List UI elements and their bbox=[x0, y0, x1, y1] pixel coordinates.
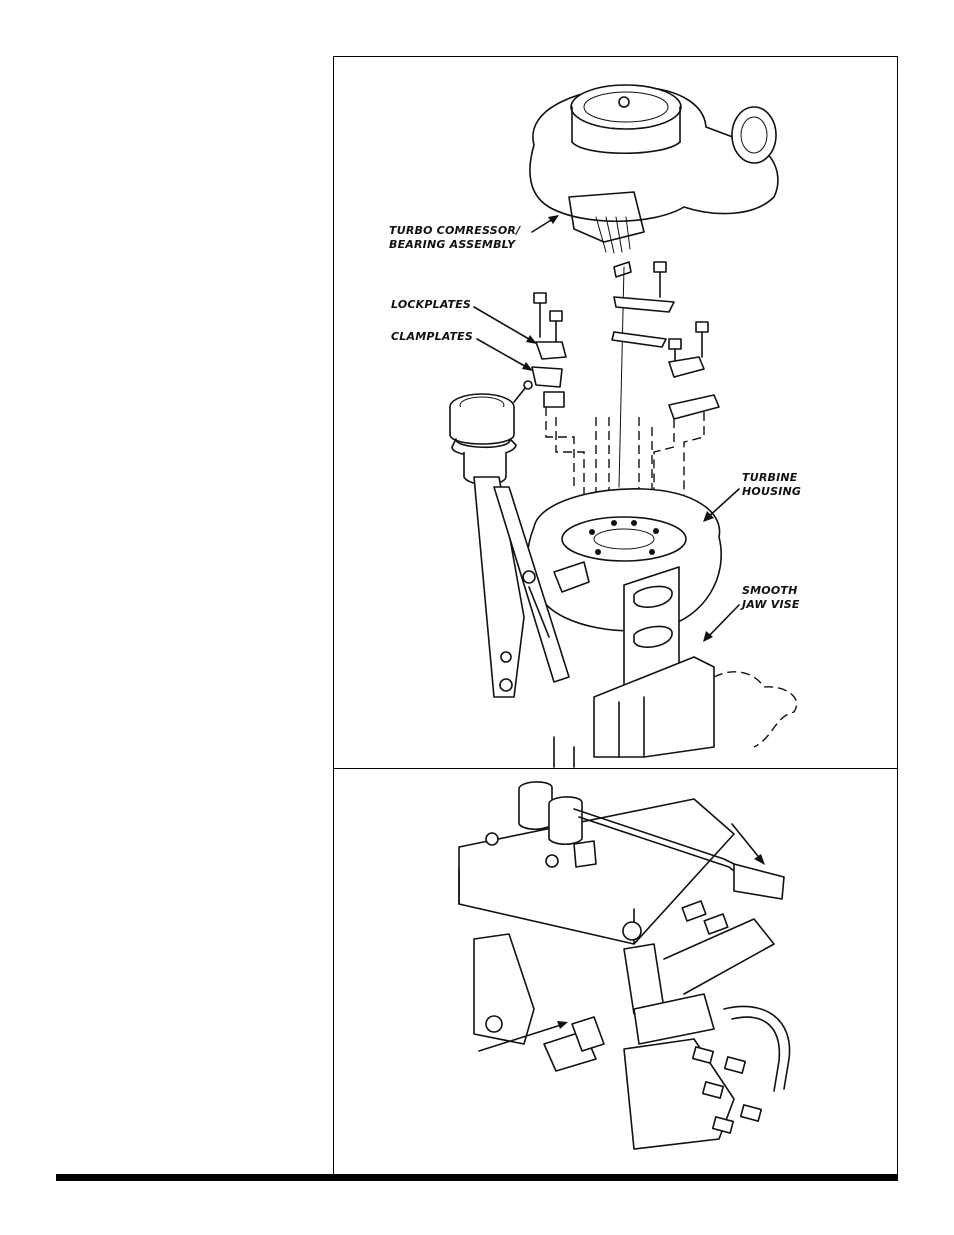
arrow-turbine bbox=[706, 489, 739, 519]
arrow-clamplates bbox=[477, 339, 530, 369]
right-bolts bbox=[612, 262, 719, 517]
label-turbine-line2: HOUSING bbox=[742, 485, 801, 498]
label-lockplates: LOCKPLATES bbox=[391, 298, 471, 311]
bottom-rule bbox=[56, 1174, 898, 1181]
turbo-diagram-panel: TURBO COMRESSOR/ BEARING ASSEMBLY bbox=[333, 56, 898, 769]
label-turbo-line1: TURBO COMRESSOR/ bbox=[389, 224, 521, 237]
vise bbox=[554, 657, 797, 767]
label-vise-line2: JAW VISE bbox=[740, 598, 800, 611]
left-bolts bbox=[532, 293, 584, 497]
arrow-vise bbox=[706, 605, 739, 639]
arrow-lockplates bbox=[474, 307, 534, 342]
arrow-upper bbox=[732, 824, 762, 861]
pump-assembly bbox=[459, 782, 790, 1149]
compressor-housing bbox=[530, 85, 778, 253]
pump-diagram bbox=[334, 769, 899, 1177]
label-turbine-line1: TURBINE bbox=[742, 471, 798, 484]
pump-diagram-panel bbox=[333, 768, 898, 1176]
label-vise-line1: SMOOTH bbox=[742, 584, 797, 597]
label-turbo-line2: BEARING ASSEMBLY bbox=[389, 238, 516, 251]
label-clamplates: CLAMPLATES bbox=[391, 330, 473, 343]
turbo-diagram: TURBO COMRESSOR/ BEARING ASSEMBLY bbox=[334, 57, 899, 770]
